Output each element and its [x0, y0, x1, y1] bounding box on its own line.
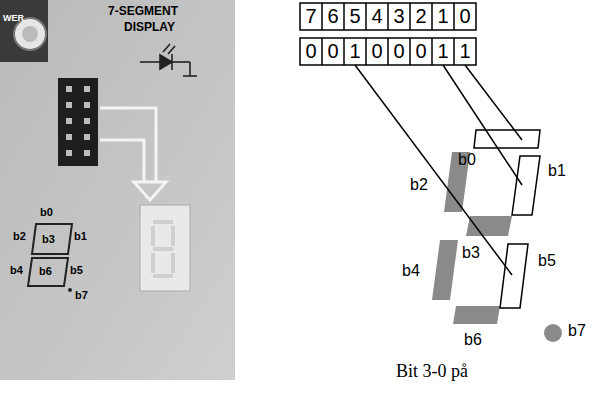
bit-index: 4 [366, 5, 388, 27]
board-segment-label: b6 [39, 265, 52, 277]
board-title: DISPLAY [124, 21, 175, 34]
header-pins [66, 86, 90, 156]
board-title: 7-SEGMENT [108, 5, 178, 18]
board-photo [0, 0, 235, 380]
wire-arrow [100, 108, 166, 200]
dark-corner [0, 0, 48, 62]
off-segments [432, 152, 562, 342]
board-text: WER [3, 14, 24, 24]
bit-index: 2 [410, 5, 432, 27]
board-segment-label: b1 [74, 230, 87, 242]
segment-label: b2 [410, 176, 428, 194]
board-segment-label: b2 [13, 230, 26, 242]
segment-display [140, 205, 190, 291]
bit-index: 0 [454, 5, 476, 27]
segment-label: b6 [464, 331, 482, 349]
segment-label: b3 [462, 244, 480, 262]
board-segment-label: b4 [10, 264, 23, 276]
bit-leader-lines [355, 65, 522, 275]
board-segment-label: b3 [42, 233, 55, 245]
bit-index: 7 [300, 5, 322, 27]
board-segment-label: b7 [75, 289, 88, 301]
bit-value: 1 [344, 40, 366, 62]
pin-header [58, 78, 98, 166]
bit-value-row [300, 38, 476, 65]
bit-value: 1 [432, 40, 454, 62]
board-dot [68, 288, 72, 292]
segment-label: b1 [548, 162, 566, 180]
bit-value: 0 [366, 40, 388, 62]
bit-index-row [300, 3, 476, 30]
bit-value: 0 [322, 40, 344, 62]
display-segments [151, 220, 175, 278]
caption: Bit 3-0 på [396, 362, 468, 382]
segment-label: b5 [538, 252, 556, 270]
board-segment-label: b5 [70, 264, 83, 276]
segment-label: b4 [402, 262, 420, 280]
bit-value: 0 [388, 40, 410, 62]
bit-value: 0 [300, 40, 322, 62]
bit-index: 1 [432, 5, 454, 27]
segment-label: b7 [568, 322, 586, 340]
knob-center [22, 26, 38, 42]
bit-index: 5 [344, 5, 366, 27]
segment-label: b0 [458, 151, 476, 169]
bit-index: 3 [388, 5, 410, 27]
bit-index: 6 [322, 5, 344, 27]
board-segment-label: b0 [40, 206, 53, 218]
on-segments [474, 130, 540, 308]
bit-value: 0 [410, 40, 432, 62]
board-segment-outline [28, 224, 72, 286]
led-symbol [140, 44, 197, 76]
bit-value: 1 [454, 40, 476, 62]
